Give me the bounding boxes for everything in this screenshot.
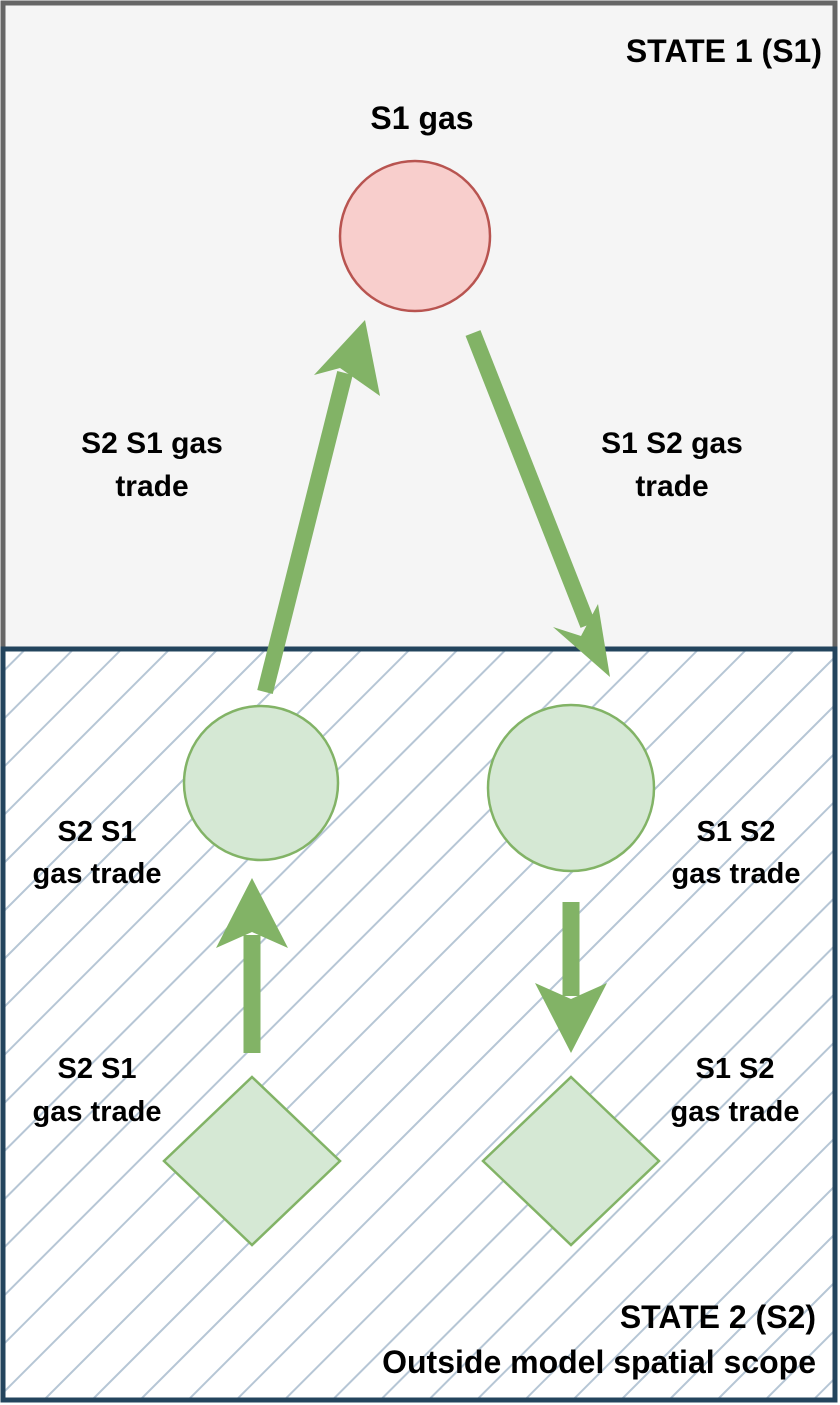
s2-s1-circle-label-line2: gas trade [33, 858, 162, 890]
s1-s2-down-arrow [535, 902, 607, 1053]
import-edge-label-line1: S2 S1 gas [81, 427, 223, 460]
export-edge-label-line1: S1 S2 gas [601, 427, 743, 460]
export-arrow [465, 330, 610, 677]
s1-s2-diamond-label-line2: gas trade [671, 1096, 800, 1128]
export-edge-label-line2: trade [635, 470, 708, 503]
s2-s1-trade-diamond [162, 1075, 342, 1247]
state1-title: STATE 1 (S1) [626, 33, 822, 69]
state2-title: STATE 2 (S2) [620, 1299, 816, 1335]
state2-subtitle: Outside model spatial scope [382, 1344, 816, 1380]
s1-s2-circle-label-line2: gas trade [672, 858, 801, 890]
import-edge-label-line2: trade [115, 470, 188, 503]
s2-s1-circle-label-line1: S2 S1 [58, 816, 137, 848]
s2-s1-diamond-label-line1: S2 S1 [58, 1053, 137, 1085]
s2-s1-trade-circle [182, 704, 340, 862]
state1-box [0, 0, 838, 652]
s1-gas-label: S1 gas [370, 100, 473, 136]
state2-box [0, 646, 838, 1403]
s1-s2-trade-diamond [481, 1075, 661, 1247]
s1-s2-trade-circle [486, 703, 656, 873]
s1-s2-circle-label-line1: S1 S2 [697, 816, 776, 848]
s1-gas-node [338, 159, 492, 313]
s1-s2-diamond-label-line1: S1 S2 [696, 1053, 775, 1085]
s2-s1-diamond-label-line2: gas trade [33, 1096, 162, 1128]
s2-s1-up-arrow [216, 878, 288, 1053]
import-arrow [257, 320, 380, 694]
